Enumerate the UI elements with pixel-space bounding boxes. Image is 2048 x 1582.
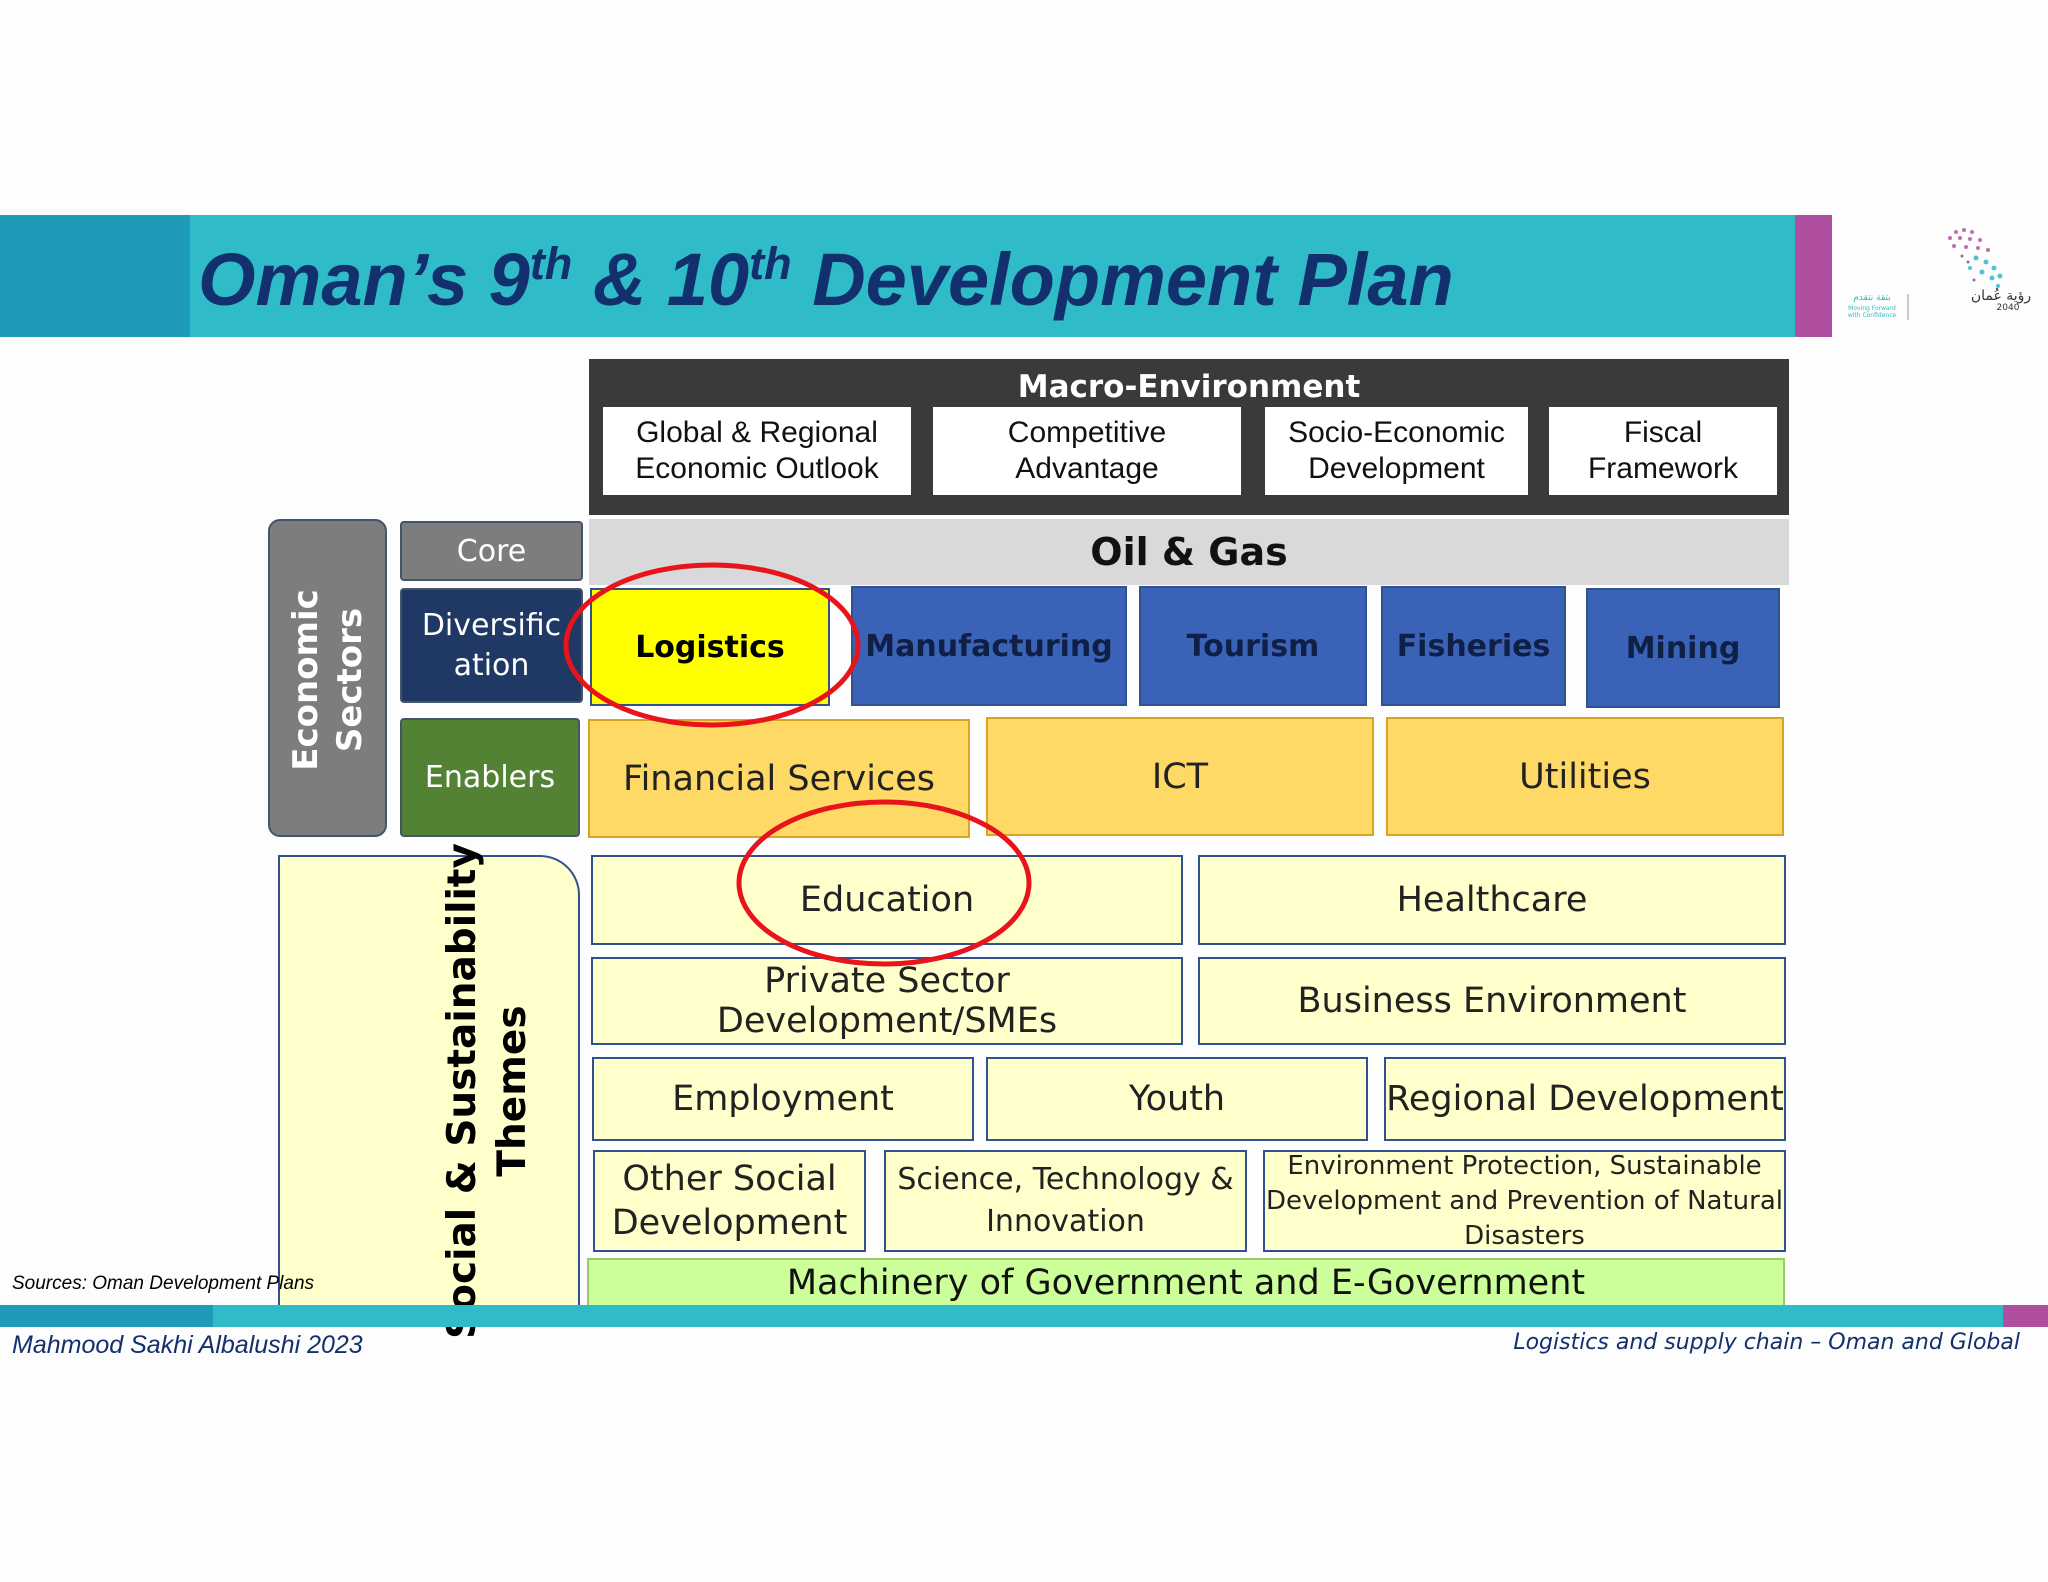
theme-business-environment: Business Environment [1198, 957, 1786, 1045]
enabler-utilities: Utilities [1386, 717, 1784, 836]
theme-science-technology-innovation: Science, Technology &Innovation [884, 1150, 1247, 1252]
page-title: Oman’s 9th & 10th Development Plan [198, 238, 1454, 321]
enablers-label: Enablers [400, 718, 580, 837]
sector-tourism: Tourism [1139, 586, 1367, 706]
sources-note: Sources: Oman Development Plans [12, 1273, 315, 1294]
macro-box-line: Fiscal [1623, 416, 1703, 449]
macro-box-line: Development [1308, 452, 1485, 485]
header-band-left [0, 215, 190, 337]
theme-employment: Employment [592, 1057, 974, 1141]
sector-fisheries: Fisheries [1381, 586, 1566, 706]
oil-gas-sector: Oil & Gas [589, 519, 1789, 585]
enabler-financial-services: Financial Services [588, 719, 970, 838]
macro-box-line: Global & Regional [636, 416, 878, 449]
macro-box-line: Competitive [1007, 416, 1167, 449]
theme-youth: Youth [986, 1057, 1368, 1141]
theme-machinery-of-government: Machinery of Government and E-Government [587, 1258, 1785, 1308]
sector-mining: Mining [1586, 588, 1780, 708]
footer-band-accent [2003, 1305, 2048, 1327]
theme-education: Education [591, 855, 1183, 945]
header-band-accent [1795, 215, 1832, 337]
theme-private-sector: Private Sector Development/SMEs [591, 957, 1183, 1045]
oman-vision-2040-logo: رؤية عُمان 2040 بثقة نتقدم Moving Forwar… [1848, 228, 2031, 320]
svg-text:رؤية عُمان: رؤية عُمان [1971, 288, 2031, 304]
svg-text:بثقة نتقدم: بثقة نتقدم [1853, 293, 1891, 303]
macro-box-line: Socio-Economic [1288, 416, 1505, 449]
sector-manufacturing: Manufacturing [851, 586, 1127, 706]
footer-band [213, 1305, 2003, 1327]
svg-text:Moving Forward: Moving Forward [1848, 305, 1896, 312]
theme-regional-development: Regional Development [1384, 1057, 1786, 1141]
macro-environment-title: Macro-Environment [1017, 369, 1361, 405]
footer-band-left [0, 1305, 213, 1327]
macro-box-line: Economic Outlook [635, 452, 879, 485]
svg-text:with Confidence: with Confidence [1848, 312, 1897, 319]
footer-caption: Logistics and supply chain – Oman and Gl… [1513, 1330, 2020, 1355]
social-themes-panel [278, 855, 580, 1325]
enabler-ict: ICT [986, 717, 1374, 836]
core-label: Core [400, 521, 583, 581]
macro-box-line: Framework [1587, 452, 1738, 485]
macro-box-line: Advantage [1015, 452, 1159, 485]
economic-sectors-panel [268, 519, 387, 837]
theme-healthcare: Healthcare [1198, 855, 1786, 945]
sector-logistics: Logistics [590, 588, 830, 706]
svg-text:2040: 2040 [1997, 303, 2020, 313]
social-themes-panel-edge [278, 855, 280, 1325]
author-credit: Mahmood Sakhi Albalushi 2023 [12, 1331, 363, 1359]
header-band [190, 215, 1795, 337]
